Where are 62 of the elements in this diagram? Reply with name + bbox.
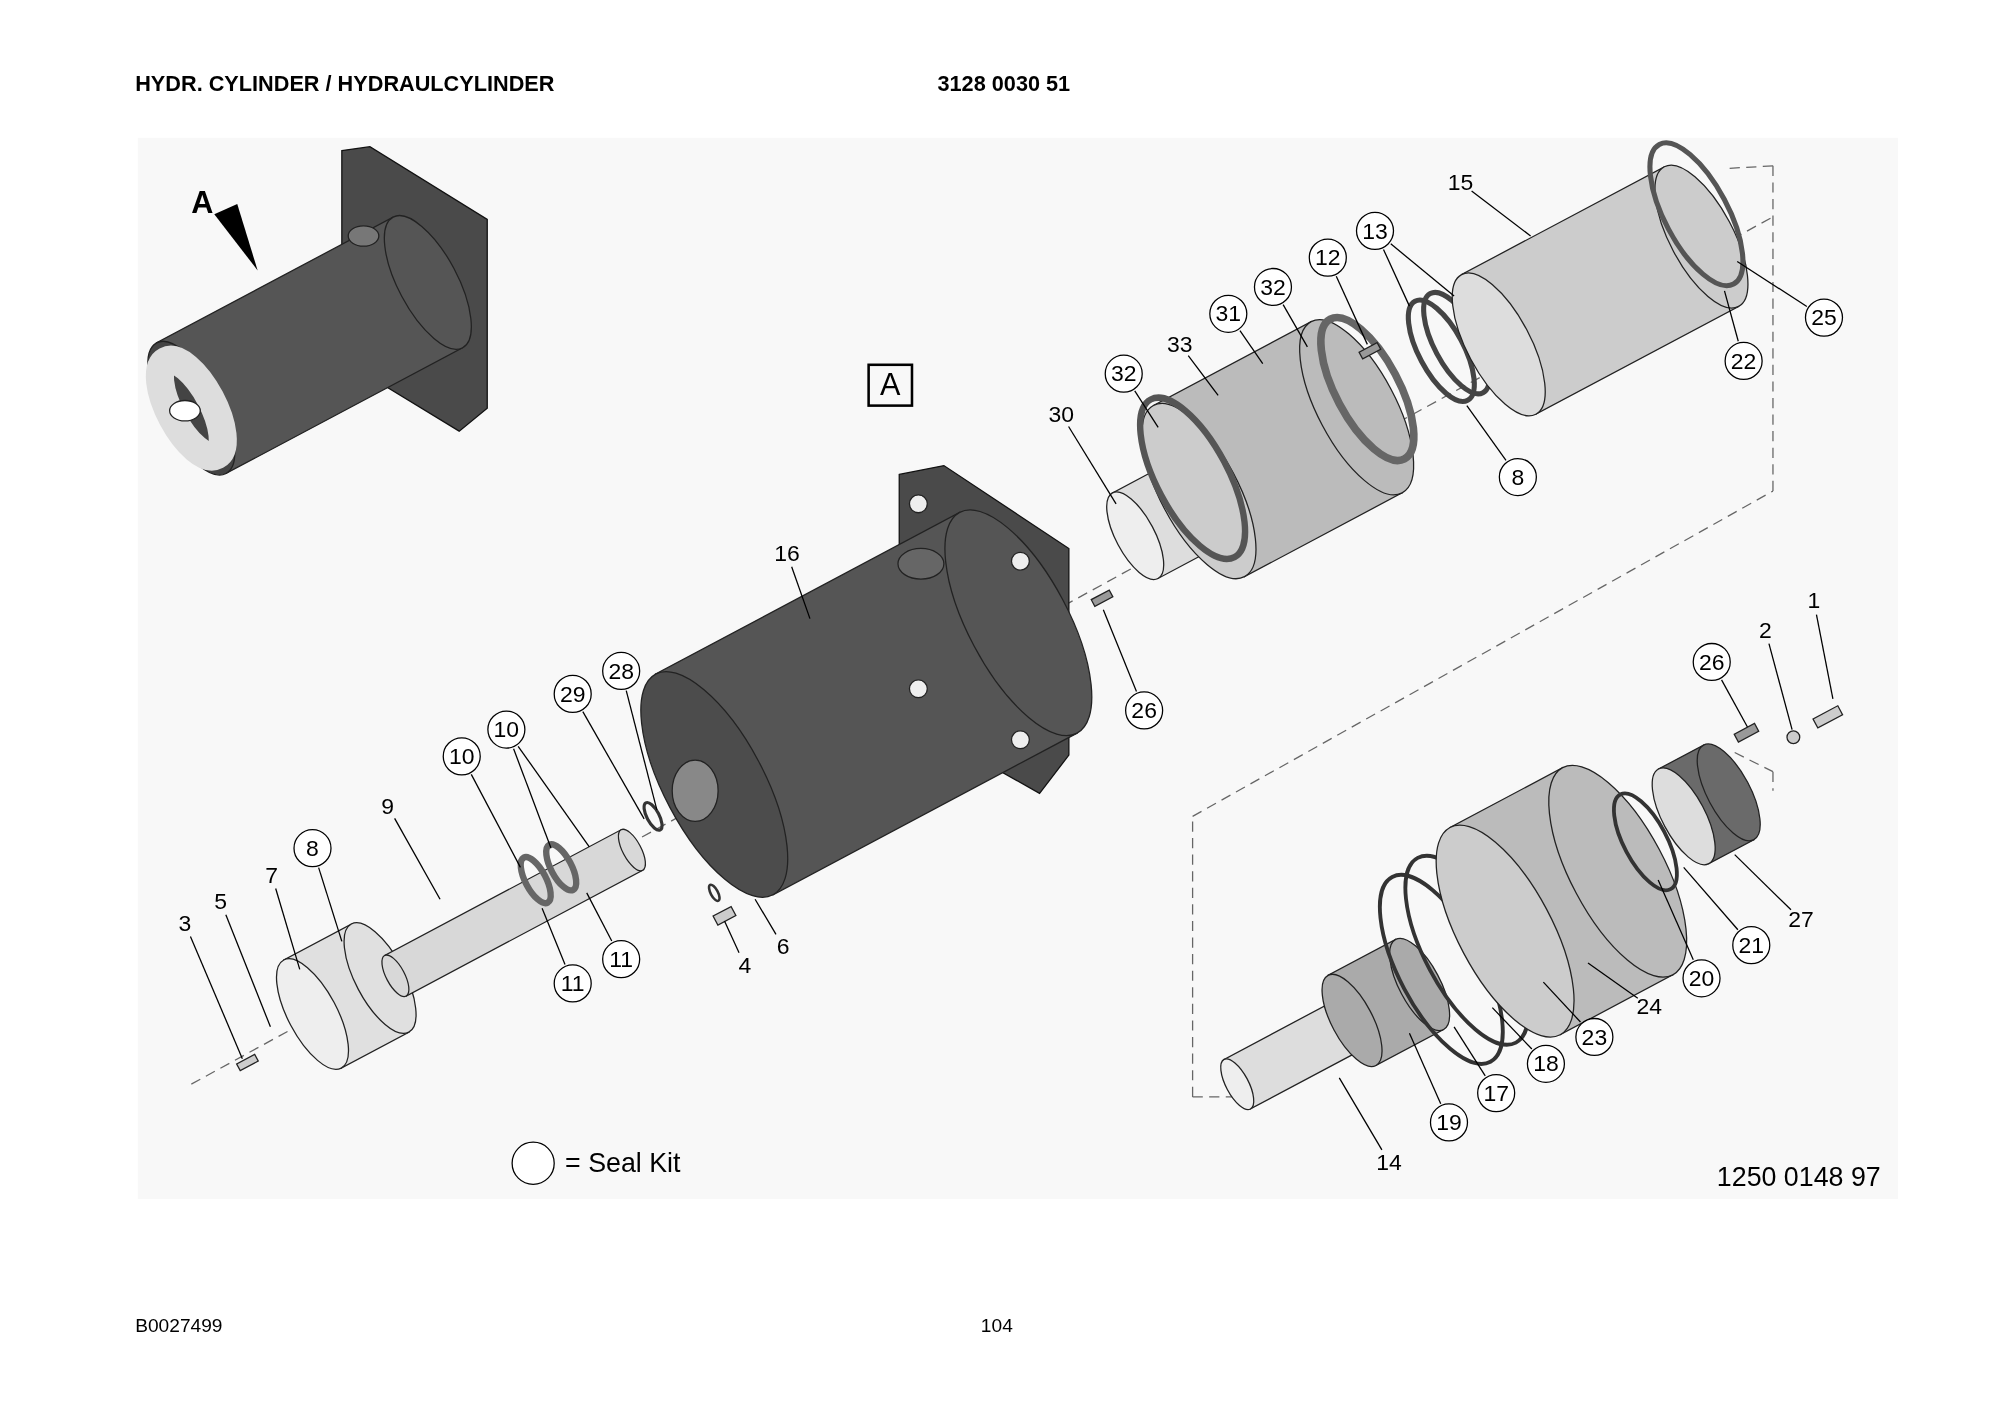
leader-line: [1657, 879, 1694, 961]
leader-line: [517, 745, 590, 848]
leader-line: [1239, 329, 1264, 365]
leader-line: [189, 935, 243, 1060]
leader-line: [1542, 981, 1582, 1023]
leader-line: [1067, 425, 1117, 505]
callout-number: 24: [1636, 994, 1662, 1018]
callout-number: 7: [265, 863, 279, 887]
leader-line: [723, 920, 740, 954]
title: HYDR. CYLINDER / HYDRAULCYLINDER: [135, 71, 555, 97]
drawing-number: 1250 0148 97: [1716, 1162, 1881, 1193]
leader-line: [1491, 1007, 1533, 1050]
callout-number: 15: [1447, 170, 1474, 194]
leader-line: [625, 690, 658, 811]
leader-line: [1338, 1077, 1383, 1151]
leader-line: [1683, 866, 1739, 931]
document-code: B0027499: [135, 1313, 223, 1336]
callout-number: 2: [1758, 618, 1772, 642]
leader-line: [1587, 962, 1639, 999]
leader-line: [275, 887, 301, 971]
leader-line: [1134, 390, 1159, 428]
callout-number: 3: [178, 912, 192, 935]
callout-number: 6: [776, 934, 790, 958]
leader-line: [470, 773, 522, 868]
leader-line: [541, 907, 566, 966]
leader-line: [512, 748, 552, 849]
leader-line: [1335, 275, 1368, 346]
page-number: 104: [980, 1313, 1013, 1336]
leader-line: [1734, 853, 1792, 911]
leader-line: [754, 898, 777, 935]
leader-line: [1390, 243, 1455, 297]
callout-number: 33: [1167, 332, 1193, 356]
callout-number: 30: [1048, 403, 1074, 426]
leader-line: [1187, 354, 1219, 397]
leader-line: [1815, 613, 1834, 700]
callout-number: 4: [738, 954, 752, 978]
view-label: A: [191, 184, 214, 221]
leader-line: [1282, 304, 1309, 348]
leader-line: [1768, 643, 1793, 731]
leader-line: [1470, 190, 1532, 237]
legend-text: = Seal Kit: [565, 1147, 681, 1179]
leader-line: [318, 867, 343, 942]
callout-number: 5: [214, 890, 228, 914]
leader-line: [586, 892, 613, 942]
leader-line: [1723, 290, 1739, 342]
leader-line: [1466, 404, 1507, 462]
leader-line: [394, 817, 441, 900]
callout-number: 14: [1376, 1150, 1402, 1174]
callout-number: 27: [1788, 908, 1814, 932]
leader-line: [1102, 609, 1138, 693]
leader-line: [1720, 679, 1749, 728]
leader-line: [1408, 1032, 1442, 1105]
callout-number: 9: [381, 794, 395, 818]
leader-line: [1382, 248, 1411, 307]
callout-number: 1: [1807, 589, 1821, 613]
leader-line: [582, 710, 645, 820]
callout-number: 16: [774, 542, 800, 566]
leader-line: [791, 566, 811, 620]
leader-line: [225, 914, 272, 1028]
leader-line: [1736, 260, 1808, 308]
view-label-box: A: [867, 363, 914, 407]
part-number: 3128 0030 51: [937, 71, 1071, 97]
